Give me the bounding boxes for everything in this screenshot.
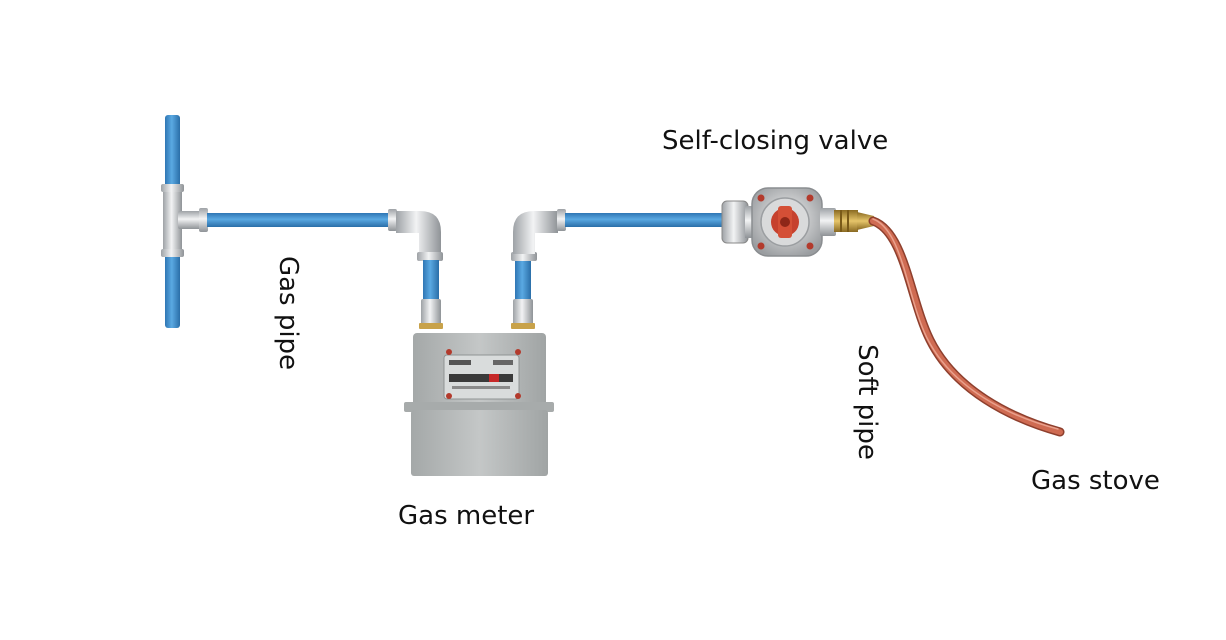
elbow-fitting-icon [511, 209, 566, 261]
gas-pipe-label: Gas pipe [273, 255, 303, 371]
self-closing-valve-label: Self-closing valve [662, 126, 889, 156]
self-closing-valve-icon [721, 187, 874, 257]
gas-pipe-right-horizontal [565, 213, 725, 227]
meter-outlet-riser [511, 260, 535, 329]
soft-pipe-hose [868, 216, 1065, 437]
gas-pipe-left-horizontal [207, 213, 392, 227]
soft-pipe-label: Soft pipe [852, 344, 882, 460]
gas-meter-icon [404, 333, 554, 476]
t-junction-icon [161, 184, 208, 257]
elbow-fitting-icon [388, 209, 443, 261]
gas-meter-label: Gas meter [398, 501, 535, 531]
meter-inlet-riser [419, 260, 443, 329]
gas-stove-label: Gas stove [1031, 466, 1160, 496]
